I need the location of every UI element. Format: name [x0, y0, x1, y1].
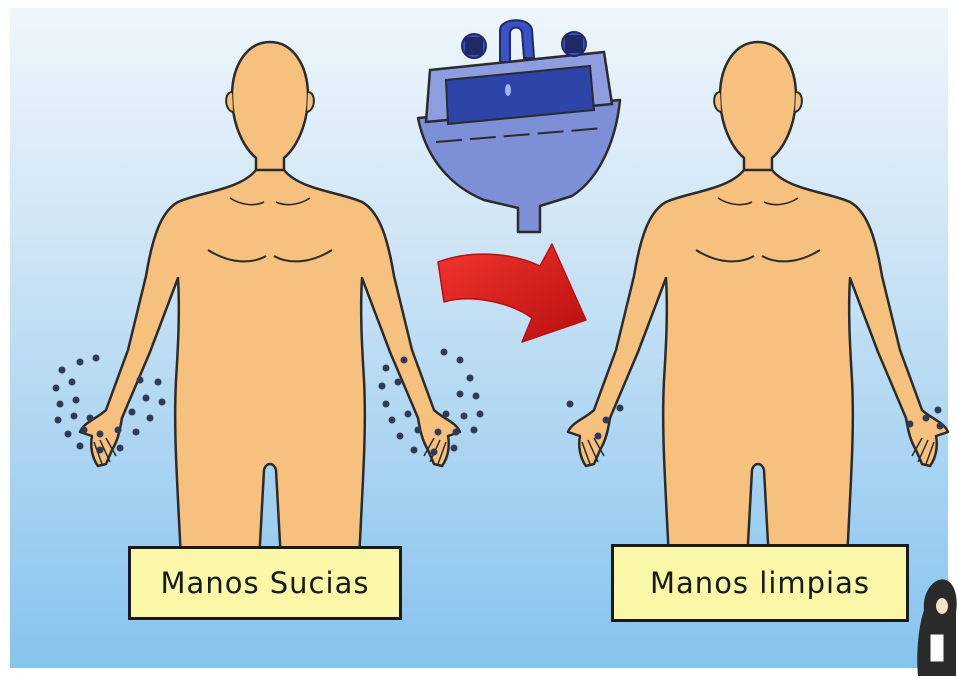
label-clean-hands: Manos limpias — [611, 544, 909, 622]
label-dirty-hands: Manos Sucias — [128, 546, 402, 620]
